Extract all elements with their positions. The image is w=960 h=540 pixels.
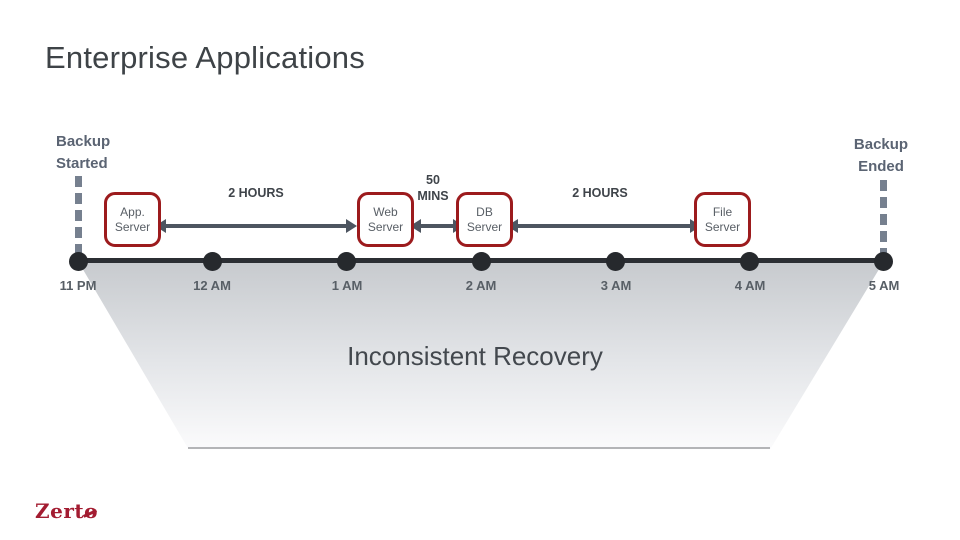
recovery-gradient-shape xyxy=(78,261,884,449)
tick-label-5am: 5 AM xyxy=(868,278,900,293)
zerto-logo-text: Zert xyxy=(35,499,85,523)
zerto-logo: Zerto xyxy=(35,499,98,523)
tick-label-4am: 4 AM xyxy=(734,278,766,293)
duration-label-web-db: 50 MINS xyxy=(417,173,449,204)
duration-label-db-file: 2 HOURS xyxy=(572,186,628,200)
backup-ended-label: Backup Ended xyxy=(853,136,909,175)
backup-started-label: Backup Started xyxy=(56,133,111,172)
file-server-box: File Server xyxy=(694,192,751,247)
double-arrow-web-db xyxy=(410,219,464,233)
tick-label-11pm: 11 PM xyxy=(59,278,97,293)
timeline-dot-2am xyxy=(472,252,491,271)
timeline-dot-12am xyxy=(203,252,222,271)
tick-label-2am: 2 AM xyxy=(465,278,497,293)
db-server-box: DB Server xyxy=(456,192,513,247)
duration-label-app-web: 2 HOURS xyxy=(228,186,284,200)
zerto-logo-slashed-o: o xyxy=(84,499,98,523)
timeline-dot-5am xyxy=(874,252,893,271)
backup-started-dashed-line xyxy=(75,176,82,260)
trapezoid-bottom-line xyxy=(188,447,770,449)
timeline-dot-11pm xyxy=(69,252,88,271)
app-server-box: App. Server xyxy=(104,192,161,247)
tick-label-12am: 12 AM xyxy=(193,278,231,293)
double-arrow-db-file xyxy=(507,219,701,233)
inconsistent-recovery-label: Inconsistent Recovery xyxy=(347,341,603,371)
web-server-box: Web Server xyxy=(357,192,414,247)
double-arrow-app-web xyxy=(155,219,357,233)
backup-ended-dashed-line xyxy=(880,180,887,260)
tick-label-3am: 3 AM xyxy=(600,278,632,293)
slide-title: Enterprise Applications xyxy=(45,40,365,75)
timeline-dot-4am xyxy=(740,252,759,271)
timeline-dot-3am xyxy=(606,252,625,271)
tick-label-1am: 1 AM xyxy=(331,278,363,293)
timeline-dot-1am xyxy=(337,252,356,271)
